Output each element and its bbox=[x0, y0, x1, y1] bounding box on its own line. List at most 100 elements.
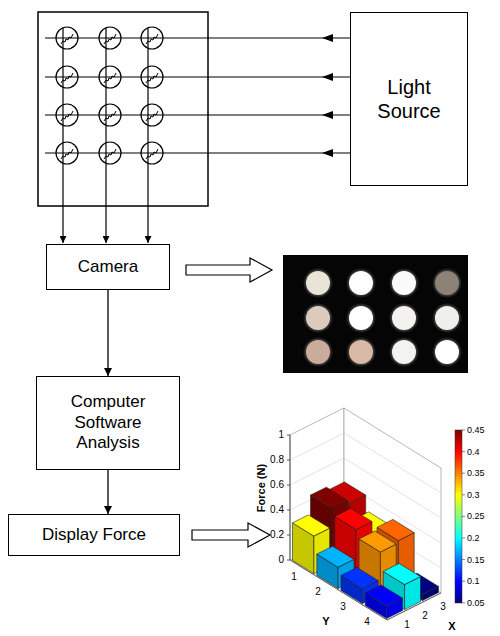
colorbar-label: 0.45 bbox=[467, 426, 485, 435]
sensor-zigzag bbox=[61, 73, 73, 83]
axis-tick-label: 0.2 bbox=[270, 530, 284, 540]
light-spot bbox=[392, 306, 416, 330]
sensor-zigzag bbox=[61, 34, 73, 44]
light-spot bbox=[392, 271, 416, 295]
box-content: Computer Software Analysis bbox=[60, 392, 156, 453]
sensor-circle bbox=[99, 142, 121, 164]
axis-tick-label: 1 bbox=[404, 620, 410, 630]
spot-glow bbox=[303, 268, 333, 298]
colorbar-label: 0.05 bbox=[467, 598, 485, 607]
spot-glow bbox=[432, 337, 462, 367]
axis-tick-label: 0.4 bbox=[270, 505, 284, 515]
sensor-circle bbox=[141, 142, 163, 164]
light-spot bbox=[435, 340, 459, 364]
bar-top bbox=[365, 585, 402, 606]
bar-top bbox=[317, 546, 354, 567]
force-bar-chart bbox=[287, 408, 441, 620]
process-box: Light Source bbox=[350, 12, 468, 186]
colorbar-tick bbox=[462, 516, 465, 517]
sensor-symbols bbox=[56, 27, 163, 164]
axis-tick-label: 1 bbox=[278, 430, 284, 440]
axis-title: Y bbox=[322, 616, 329, 627]
light-arrowheads bbox=[322, 34, 333, 157]
spot-glow bbox=[389, 268, 419, 298]
axis-tick-label: 2 bbox=[315, 587, 321, 597]
axis-tick-label: 0.6 bbox=[270, 480, 284, 490]
colorbar-tick bbox=[462, 451, 465, 452]
sensor-circle bbox=[99, 27, 121, 49]
colorbar-tick bbox=[462, 581, 465, 582]
axis-tick-label: 0 bbox=[278, 555, 284, 565]
bar-top bbox=[383, 563, 420, 584]
box-content: Light Source bbox=[357, 75, 461, 123]
process-box: Camera bbox=[46, 244, 170, 290]
colorbar-tick bbox=[462, 473, 465, 474]
flow-arrow bbox=[107, 470, 108, 514]
colorbar-tick bbox=[462, 602, 465, 603]
colorbar-label: 0.4 bbox=[467, 447, 480, 456]
spot-glow bbox=[389, 303, 419, 333]
bar-top bbox=[341, 567, 378, 588]
axis-tick-label: 4 bbox=[364, 617, 370, 627]
process-box: Computer Software Analysis bbox=[36, 376, 180, 470]
light-spot bbox=[349, 340, 373, 364]
spot-glow bbox=[346, 303, 376, 333]
axis-tick-label: 3 bbox=[340, 602, 346, 612]
light-spot bbox=[435, 306, 459, 330]
sensor-zigzag bbox=[61, 149, 73, 159]
sensor-circle bbox=[56, 66, 78, 88]
output-fibres bbox=[63, 28, 148, 243]
axis-tick bbox=[287, 435, 290, 436]
axis-tick-label: 1 bbox=[291, 572, 297, 582]
sensor-zigzag bbox=[146, 111, 158, 121]
sensor-zigzag bbox=[146, 149, 158, 159]
colorbar-label: 0.25 bbox=[467, 512, 485, 521]
colorbar bbox=[455, 430, 462, 603]
axis-tick-label: 3 bbox=[440, 602, 446, 612]
colorbar-label: 0.35 bbox=[467, 469, 485, 478]
colorbar-tick bbox=[462, 559, 465, 560]
hollow-arrow bbox=[192, 523, 270, 547]
colorbar-ticks bbox=[462, 430, 465, 603]
axis-tick bbox=[287, 560, 290, 561]
spot-glow bbox=[346, 268, 376, 298]
chart-gridline bbox=[290, 433, 441, 493]
sensor-circle bbox=[141, 104, 163, 126]
sensor-circle bbox=[56, 142, 78, 164]
colorbar-label: 0.2 bbox=[467, 534, 480, 543]
light-fibres bbox=[45, 38, 350, 153]
axis-title: Force (N) bbox=[256, 464, 267, 512]
axis-tick bbox=[287, 510, 290, 511]
light-spot bbox=[349, 306, 373, 330]
sensor-zigzag bbox=[146, 73, 158, 83]
sensor-circle bbox=[56, 27, 78, 49]
sensor-circle bbox=[141, 27, 163, 49]
bar-top bbox=[293, 515, 330, 536]
spot-glow bbox=[432, 268, 462, 298]
spot-glow bbox=[303, 303, 333, 333]
bar-top bbox=[311, 487, 348, 508]
box-label: Display Force bbox=[42, 525, 146, 545]
sensor-zigzag bbox=[104, 111, 116, 121]
sensor-zigzag bbox=[104, 34, 116, 44]
sensor-circle bbox=[141, 66, 163, 88]
sensor-circle bbox=[56, 104, 78, 126]
axis-title: X bbox=[448, 621, 455, 632]
light-spot bbox=[435, 271, 459, 295]
bar-top bbox=[335, 508, 372, 529]
sensor-circle bbox=[99, 66, 121, 88]
colorbar-label: 0.3 bbox=[467, 490, 480, 499]
axis-tick bbox=[287, 460, 290, 461]
light-spots bbox=[303, 268, 462, 367]
bar-top bbox=[359, 531, 396, 552]
box-content: Camera bbox=[78, 257, 138, 277]
hollow-arrow bbox=[186, 258, 272, 282]
light-spot bbox=[392, 340, 416, 364]
colorbar-label: 0.15 bbox=[467, 555, 485, 564]
sensor-zigzag bbox=[104, 73, 116, 83]
spot-glow bbox=[303, 337, 333, 367]
light-spot bbox=[306, 306, 330, 330]
box-label: Light Source bbox=[357, 75, 461, 123]
sensor-zigzag bbox=[61, 111, 73, 121]
